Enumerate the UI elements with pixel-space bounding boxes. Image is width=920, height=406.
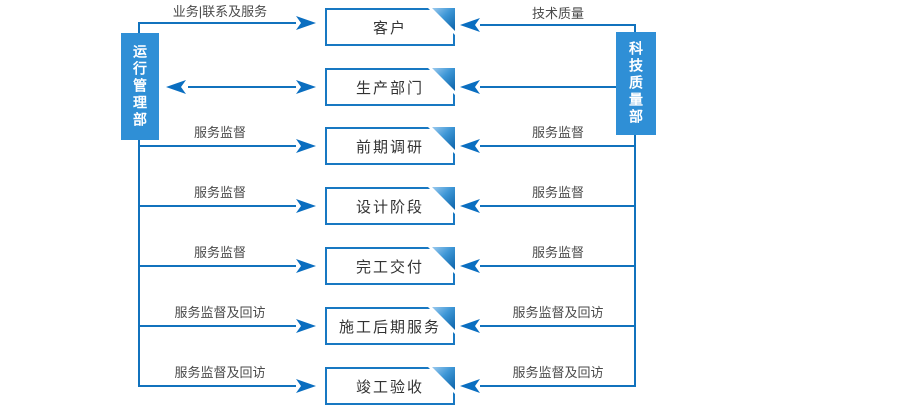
connector-trunk-line	[138, 140, 140, 387]
connector-line	[138, 22, 296, 24]
right-department-bar: 科技质量部	[616, 32, 656, 135]
flow-label: 服务监督	[193, 125, 246, 140]
arrow-left-icon	[460, 199, 480, 213]
folded-corner-icon	[428, 127, 455, 154]
stage-box-customer: 客户	[325, 8, 455, 46]
connector-line	[480, 86, 616, 88]
connector-line	[138, 22, 140, 34]
arrow-right-icon	[296, 199, 316, 213]
connector-line	[480, 385, 636, 387]
connector-line	[634, 24, 636, 34]
folded-corner-icon	[428, 367, 455, 394]
folded-corner-icon	[428, 187, 455, 214]
stage-label: 完工交付	[355, 258, 424, 276]
arrow-left-icon	[460, 139, 480, 153]
stage-label: 施工后期服务	[338, 318, 441, 336]
stage-label: 竣工验收	[355, 378, 424, 396]
stage-box-post-construction-service: 施工后期服务	[325, 307, 455, 345]
arrow-left-icon	[460, 80, 480, 94]
flow-label: 业务|联系及服务	[172, 4, 268, 19]
flow-label: 服务监督	[531, 185, 584, 200]
flow-label: 服务监督	[193, 245, 246, 260]
connector-line	[138, 325, 296, 327]
stage-box-preliminary-research: 前期调研	[325, 127, 455, 165]
stage-box-design-phase: 设计阶段	[325, 187, 455, 225]
arrow-right-icon	[296, 379, 316, 393]
flow-label: 服务监督	[193, 185, 246, 200]
stage-box-completion-acceptance: 竣工验收	[325, 367, 455, 405]
arrow-left-icon	[166, 80, 186, 94]
connector-line	[480, 265, 636, 267]
flow-label: 服务监督及回访	[512, 365, 604, 380]
stage-box-completion-delivery: 完工交付	[325, 247, 455, 285]
connector-line	[480, 325, 636, 327]
arrow-right-icon	[296, 139, 316, 153]
flow-label: 服务监督及回访	[174, 305, 266, 320]
connector-line	[138, 385, 296, 387]
stage-label: 生产部门	[355, 79, 424, 97]
arrow-right-icon	[296, 259, 316, 273]
connector-trunk-line	[634, 135, 636, 387]
connector-line	[138, 205, 296, 207]
arrow-left-icon	[460, 319, 480, 333]
connector-line	[138, 145, 296, 147]
flow-label: 服务监督	[531, 125, 584, 140]
connector-line	[480, 205, 636, 207]
stage-label: 前期调研	[355, 138, 424, 156]
stage-label: 客户	[372, 19, 407, 37]
stage-label: 设计阶段	[355, 198, 424, 216]
arrow-right-icon	[296, 319, 316, 333]
flow-label: 服务监督及回访	[174, 365, 266, 380]
connector-line	[138, 265, 296, 267]
folded-corner-icon	[428, 8, 455, 35]
connector-line	[188, 86, 296, 88]
folded-corner-icon	[428, 68, 455, 95]
arrow-left-icon	[460, 18, 480, 32]
flow-label: 服务监督	[531, 245, 584, 260]
left-department-bar: 运行管理部	[121, 33, 159, 140]
arrow-left-icon	[460, 259, 480, 273]
folded-corner-icon	[428, 247, 455, 274]
arrow-left-icon	[460, 379, 480, 393]
stage-box-production-dept: 生产部门	[325, 68, 455, 106]
flow-label: 服务监督及回访	[512, 305, 604, 320]
connector-line	[480, 24, 636, 26]
connector-line	[480, 145, 636, 147]
flow-label: 技术质量	[531, 6, 584, 21]
arrow-right-icon	[296, 80, 316, 94]
